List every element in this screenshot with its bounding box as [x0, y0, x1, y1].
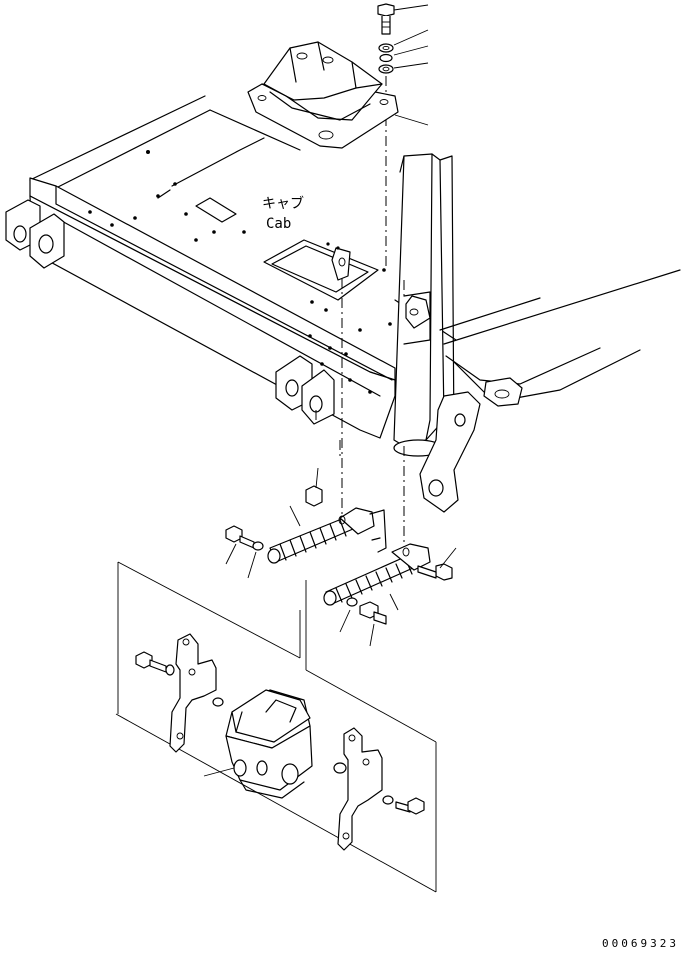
assembly-lines [315, 278, 405, 548]
cab-label-japanese: キャブ [262, 195, 304, 212]
right-frame-arm [419, 269, 681, 513]
main-frame [5, 95, 457, 439]
vertical-pillar [393, 153, 455, 457]
upper-mount-bracket [247, 41, 399, 149]
detail-box-right [115, 580, 437, 893]
left-damper-spring [267, 507, 387, 564]
right-mount-bracket [333, 727, 425, 851]
leader-lines-middle [225, 467, 457, 647]
detail-box-left [117, 561, 301, 714]
cab-label-english: Cab [266, 216, 291, 232]
drawing-number: 00069323 [602, 937, 679, 949]
cab-label-group: キャブ Cab [262, 195, 304, 232]
center-mount-plate [263, 239, 379, 301]
top-bolt-stack [377, 3, 429, 268]
right-damper-spring [323, 543, 431, 606]
rubber-mount [203, 689, 313, 799]
left-mount-bracket [135, 633, 224, 753]
